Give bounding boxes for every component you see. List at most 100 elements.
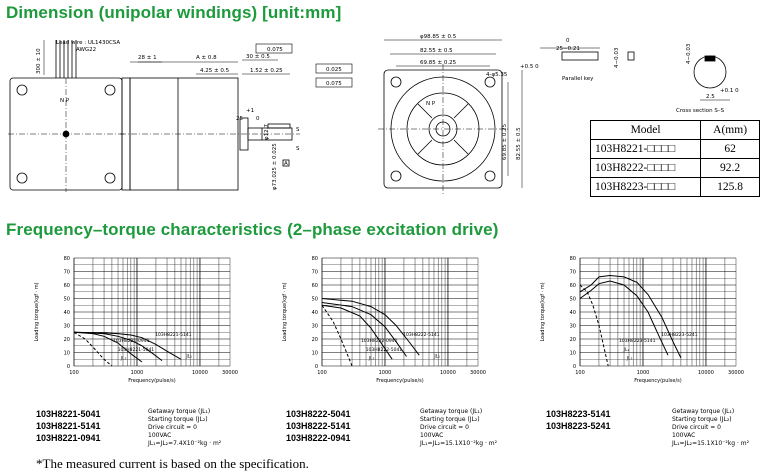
x-tick-label: 100 <box>575 370 585 376</box>
model-caption: 103H8223-5241 <box>546 421 611 431</box>
lead-length-label: 300 ± 10 <box>36 48 42 74</box>
series-annotation: 103H8222-5041 <box>366 347 403 353</box>
dim-28-label: 28 ± 1 <box>138 55 157 61</box>
series-line <box>321 304 393 360</box>
y-tick-label: 30 <box>312 324 318 330</box>
series-line <box>73 331 163 361</box>
legend-drive: Drive circuit = 0 <box>148 424 197 431</box>
legend-getaway: Getaway torque (JL₁) <box>672 408 735 415</box>
a-cell: 62 <box>700 139 760 159</box>
legend-jl: JL₁=JL₂=15.1X10⁻²kg · m² <box>672 440 750 447</box>
legend-getaway: Getaway torque (JL₁) <box>148 408 211 415</box>
a-cell: 125.8 <box>700 177 760 197</box>
tol-0075b-label: 0.075 <box>326 81 342 87</box>
model-cell: 103H8223-□□□□ <box>589 177 702 197</box>
model-caption: 103H8222-0941 <box>286 433 351 443</box>
hole-535-label: 4-φ5.35 <box>486 72 508 78</box>
legend-drive: Drive circuit = 0 <box>672 424 721 431</box>
x-tick-label: 30000 <box>222 370 238 376</box>
parallel-key-label: Parallel key <box>562 76 594 82</box>
mount-hole <box>390 76 402 88</box>
mount-hole <box>104 84 116 96</box>
x-axis-label: Frequency(pulse/s) <box>128 378 175 384</box>
model-cell: 103H8222-□□□□ <box>589 158 702 178</box>
frequency-heading: Frequency–torque characteristics (2–phas… <box>6 220 499 239</box>
tol-0075-label: 0.075 <box>267 47 283 53</box>
y-tick-label: 40 <box>64 310 70 316</box>
model-caption: 103H8223-5141 <box>546 409 611 419</box>
key-top-label: 0 <box>566 38 570 44</box>
dim-25-label: 25 <box>236 116 243 122</box>
y-tick-label: 40 <box>570 310 576 316</box>
model-caption: 103H8221-5141 <box>36 421 101 431</box>
cs-dim2-label: 2.5 <box>706 94 715 100</box>
mount-hole <box>16 172 28 184</box>
chart1-models: 103H8221-5041 103H8221-5141 103H8221-094… <box>36 408 101 444</box>
x-tick-label: 1000 <box>379 370 392 376</box>
y-tick-label: 80 <box>570 256 576 262</box>
y-tick-label: 40 <box>312 310 318 316</box>
dim-425-label: 4.25 ± 0.5 <box>200 68 230 74</box>
y-tick-label: 70 <box>64 270 70 276</box>
model-table: Model A(mm) 103H8221-□□□□ 62 103H8222-□□… <box>589 120 760 197</box>
table-header-row: Model A(mm) <box>589 120 760 140</box>
x-axis-label: Frequency(pulse/s) <box>634 378 681 384</box>
key-w-label: 25−0.21 <box>556 46 580 52</box>
y-tick-label: 70 <box>312 270 318 276</box>
series-line <box>321 302 407 357</box>
y-tick-label: 0 <box>315 364 318 370</box>
shaft-dia2-label: φ12.7 <box>264 124 270 140</box>
chart2-legend: Getaway torque (JL₁) Starting torque (JL… <box>420 408 497 448</box>
series-annotation: 103H8222-5141 <box>403 332 440 338</box>
section-s-label: S <box>296 146 300 152</box>
legend-starting: Starting torque (JL₂) <box>148 416 208 423</box>
legend-jl: JL₁=JL₂=15.1X10⁻²kg · m² <box>420 440 498 447</box>
chart3-models: 103H8223-5141 103H8223-5241 <box>546 408 611 432</box>
table-row: 103H8222-□□□□ 92.2 <box>589 158 760 178</box>
y-tick-label: 20 <box>64 337 70 343</box>
model-header: Model <box>589 120 702 140</box>
y-tick-label: 60 <box>64 283 70 289</box>
series-annotation: JL₂ <box>626 356 633 362</box>
y-tick-label: 0 <box>573 364 576 370</box>
series-annotation: JL₂ <box>368 356 375 362</box>
table-row: 103H8223-□□□□ 125.8 <box>589 177 760 197</box>
model-caption: 103H8222-5141 <box>286 421 351 431</box>
y-axis-label: Loading torque(kgf · m) <box>282 282 288 341</box>
parallel-key <box>561 51 599 61</box>
legend-starting: Starting torque (JL₂) <box>420 416 480 423</box>
dim-30-label: 30 ± 0.5 <box>246 54 270 60</box>
dim-6985-label: 69.85 ± 0.25 <box>420 60 457 66</box>
series-annotation: JL₂ <box>120 356 127 362</box>
lead-wires <box>55 40 77 78</box>
hole-tol-label: +0.5 0 <box>520 64 539 70</box>
dim-6985v-label: 69.85 ± 0.25 <box>502 123 508 160</box>
dim-152-label: 1.52 ± 0.25 <box>250 68 283 74</box>
series-line <box>73 331 182 360</box>
y-tick-label: 60 <box>570 283 576 289</box>
legend-drive: Drive circuit = 0 <box>420 424 469 431</box>
model-caption: 103H8222-5041 <box>286 409 351 419</box>
legend-getaway: Getaway torque (JL₁) <box>420 408 483 415</box>
y-tick-label: 30 <box>64 324 70 330</box>
legend-volt: 100VAC <box>148 432 172 439</box>
y-axis-label: Loading torque(kgf · m) <box>540 282 546 341</box>
y-tick-label: 10 <box>312 351 318 357</box>
model-cell: 103H8221-□□□□ <box>589 139 702 159</box>
chart3-legend: Getaway torque (JL₁) Starting torque (JL… <box>672 408 749 448</box>
series-annotation: 103H8223-5241 <box>661 332 698 338</box>
x-tick-label: 10000 <box>192 370 208 376</box>
series-annotation: 103H8221-0941 <box>113 338 150 344</box>
chart1-legend: Getaway torque (JL₁) Starting torque (JL… <box>148 408 221 448</box>
mount-hole <box>484 76 496 88</box>
lead-wire-label: Lead wire : UL1430CSA <box>56 40 120 46</box>
series-annotation: 103H8223-5141 <box>619 338 656 344</box>
x-axis-label: Frequency(pulse/s) <box>376 378 423 384</box>
y-tick-label: 30 <box>570 324 576 330</box>
series-line <box>579 284 609 367</box>
cs-dim-label: 4−0.03 <box>686 43 692 64</box>
dia-9885-label: φ98.85 ± 0.5 <box>420 34 457 40</box>
x-tick-label: 30000 <box>728 370 744 376</box>
series-annotation: 103H8222-0941 <box>361 338 398 344</box>
series-line <box>579 274 682 359</box>
